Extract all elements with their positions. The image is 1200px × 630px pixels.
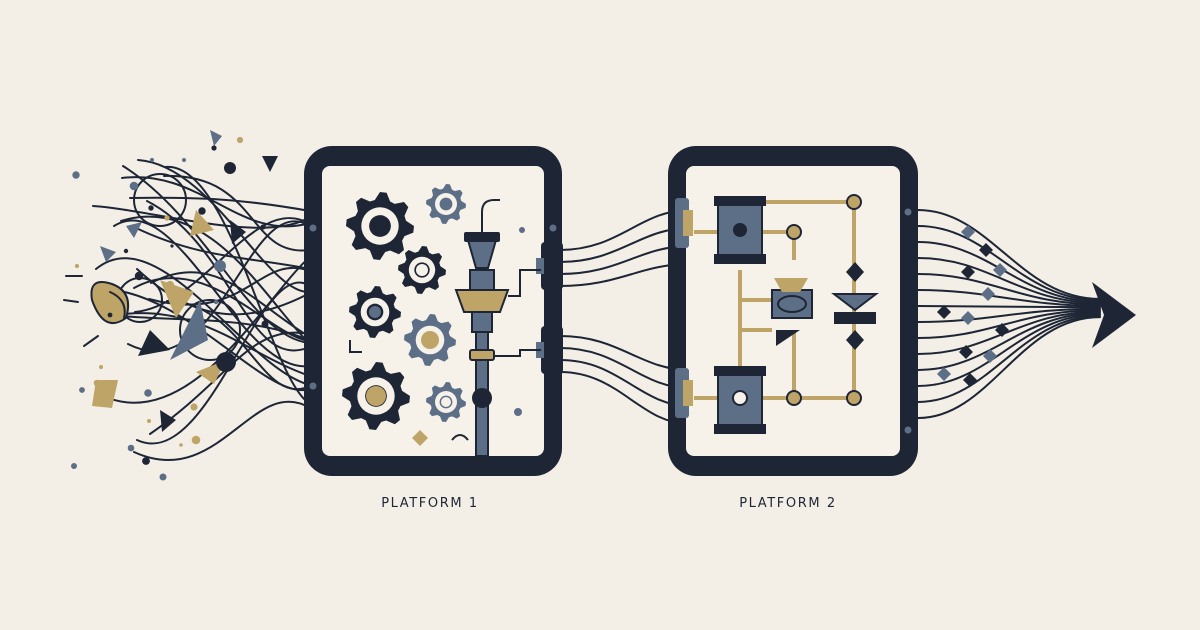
shape-fragment xyxy=(190,210,214,236)
diamond-icon xyxy=(979,243,993,257)
dot-fragment xyxy=(99,365,103,369)
dot-fragment xyxy=(224,162,236,174)
diamond-icon xyxy=(995,323,1009,337)
shape-fragment xyxy=(126,222,142,238)
dot-fragment xyxy=(214,260,226,272)
dot-fragment xyxy=(93,379,101,387)
dot-fragment xyxy=(127,444,135,452)
dot-fragment xyxy=(198,207,206,215)
dot-fragment xyxy=(129,181,139,191)
dot-fragment xyxy=(216,352,236,372)
platform-2-panel xyxy=(668,146,918,476)
diamond-icon xyxy=(961,265,975,279)
dot-fragment xyxy=(211,145,217,151)
dot-fragment xyxy=(190,403,198,411)
diamond-icon xyxy=(963,373,977,387)
dot-fragment xyxy=(142,457,150,465)
diamond-icon xyxy=(961,311,975,325)
dot-fragment xyxy=(236,136,244,144)
diamond-icon xyxy=(983,349,997,363)
dot-fragment xyxy=(79,387,85,393)
dot-fragment xyxy=(260,224,266,230)
dot-fragment xyxy=(191,435,201,445)
shape-fragment xyxy=(138,330,170,356)
shape-fragment xyxy=(170,300,208,360)
dot-fragment xyxy=(107,312,113,318)
output-flow xyxy=(917,209,1101,419)
dot-fragment xyxy=(182,158,186,162)
shape-fragment xyxy=(92,380,118,408)
dot-fragment xyxy=(144,389,152,397)
dot-fragment xyxy=(149,157,155,163)
dot-fragment xyxy=(134,271,144,281)
gear-icon xyxy=(346,192,414,260)
dot-fragment xyxy=(261,320,269,328)
shape-fragment xyxy=(230,220,246,244)
pipe-valve-icon xyxy=(714,196,766,434)
diamond-icon xyxy=(846,262,864,282)
diamond-icon xyxy=(959,345,973,359)
arrow-icon xyxy=(1092,282,1136,348)
dot-fragment xyxy=(213,299,219,305)
diamond-icon xyxy=(993,263,1007,277)
dot-fragment xyxy=(72,171,80,179)
shape-fragment xyxy=(100,246,116,262)
diamond-icon xyxy=(961,225,975,239)
dot-fragment xyxy=(74,263,80,269)
shape-fragment xyxy=(160,410,176,432)
shape-fragment xyxy=(160,280,194,318)
dot-fragment xyxy=(179,443,183,447)
platform-2-label: PLATFORM 2 xyxy=(739,496,837,511)
diamond-icon xyxy=(846,330,864,350)
dot-fragment xyxy=(147,419,151,423)
shape-fragment xyxy=(210,130,222,146)
dot-fragment xyxy=(170,244,174,248)
dot-fragment xyxy=(165,280,175,290)
dot-fragment xyxy=(164,215,170,221)
platform-1-panel xyxy=(304,146,563,476)
dot-fragment xyxy=(123,248,129,254)
dot-fragment xyxy=(159,473,167,481)
shape-fragment xyxy=(262,156,278,172)
chaotic-input-cluster xyxy=(63,130,311,481)
shape-fragment xyxy=(90,281,130,324)
diamond-icon xyxy=(937,305,951,319)
diamond-icon xyxy=(937,367,951,381)
platform-1-label: PLATFORM 1 xyxy=(381,496,479,511)
diamond-icon xyxy=(981,287,995,301)
funnel-icon xyxy=(454,199,541,457)
dot-fragment xyxy=(148,205,154,211)
dot-fragment xyxy=(71,463,77,469)
